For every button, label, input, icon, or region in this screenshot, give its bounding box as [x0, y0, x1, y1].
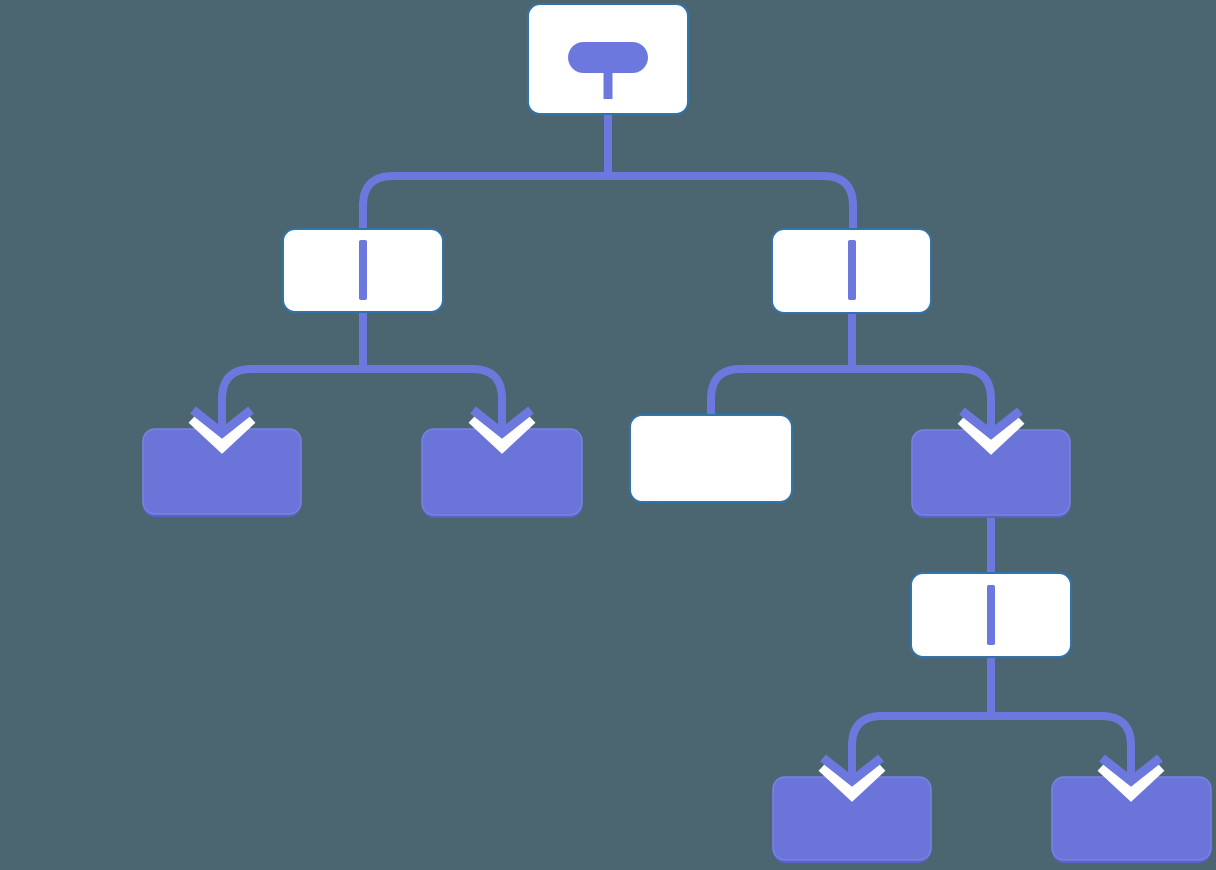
- double-chevron-down-icon: [818, 754, 886, 802]
- vertical-bar-icon: [848, 240, 856, 300]
- arrowheads-layer: [188, 406, 1165, 802]
- vertical-bar-icon: [359, 240, 367, 300]
- chevron-purple-band: [959, 407, 1023, 440]
- chevron-white-band: [1097, 761, 1165, 802]
- chevron-purple-band: [470, 406, 534, 439]
- node-branch-left[interactable]: [282, 228, 444, 313]
- edges-layer: [218, 110, 1135, 781]
- chevron-purple-band: [820, 754, 884, 787]
- pill-shape: [568, 42, 648, 73]
- edge-right-subtree-branch: [707, 365, 995, 434]
- node-plain-white-box[interactable]: [629, 414, 793, 503]
- chevron-white-band: [957, 414, 1025, 455]
- double-chevron-down-icon: [188, 406, 256, 454]
- vertical-bar-icon: [987, 585, 995, 645]
- node-purple-mid-right[interactable]: [911, 429, 1071, 518]
- edge-bottom-branch: [848, 712, 1135, 781]
- node-leaf-bottom-left[interactable]: [772, 776, 932, 863]
- node-branch-right[interactable]: [771, 228, 932, 314]
- double-chevron-down-icon: [957, 407, 1025, 455]
- chevron-white-band: [188, 413, 256, 454]
- pill-with-stem-icon: [568, 42, 648, 99]
- node-pass-lower[interactable]: [910, 572, 1072, 658]
- edge-root-branch: [359, 172, 857, 234]
- node-leaf-far-left[interactable]: [142, 428, 302, 517]
- nodes-layer: [142, 3, 1212, 863]
- double-chevron-down-icon: [468, 406, 536, 454]
- node-root[interactable]: [527, 3, 689, 115]
- chevron-purple-band: [1099, 754, 1163, 787]
- node-leaf-bottom-right[interactable]: [1051, 776, 1212, 863]
- chevron-white-band: [818, 761, 886, 802]
- pill-stem: [603, 70, 613, 99]
- chevron-purple-band: [190, 406, 254, 439]
- chevron-white-band: [468, 413, 536, 454]
- node-plain-white[interactable]: [629, 414, 793, 503]
- double-chevron-down-icon: [1097, 754, 1165, 802]
- edge-left-subtree-branch: [218, 365, 506, 433]
